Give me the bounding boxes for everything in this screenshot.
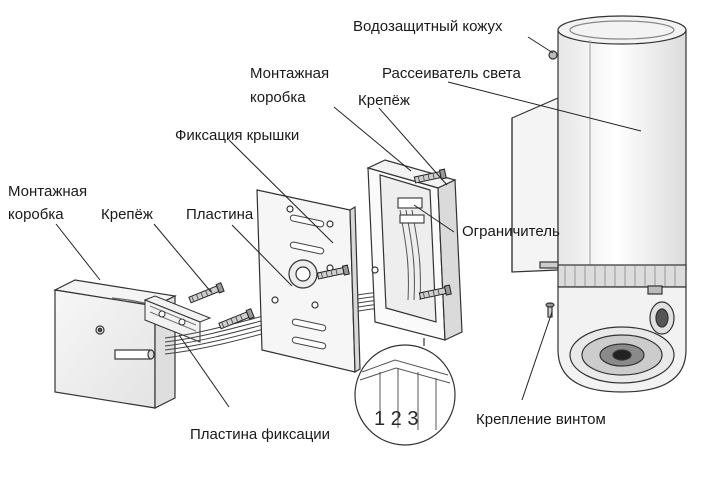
plate-screw — [316, 264, 350, 280]
label-mounting-box-left-line2: коробка — [8, 206, 64, 223]
label-limiter: Ограничитель — [462, 223, 560, 240]
label-cover-fixation: Фиксация крышки — [175, 127, 300, 144]
leader-lines — [55, 36, 642, 408]
label-mounting-box-top-line2: коробка — [250, 89, 306, 106]
label-fixation-plate: Пластина фиксации — [190, 426, 331, 443]
camera-assembly — [511, 15, 687, 393]
label-fastener-top: Крепёж — [358, 92, 410, 109]
fixation-plate-bracket — [143, 295, 212, 343]
label-fastener-left: Крепёж — [101, 206, 153, 223]
detail-circle — [354, 338, 456, 446]
label-light-diffuser: Рассеиватель света — [382, 65, 521, 82]
label-plate: Пластина — [186, 206, 254, 223]
mounting-plate — [256, 189, 361, 374]
label-waterproof-cover: Водозащитный кожух — [353, 18, 503, 35]
left-screws — [188, 282, 255, 330]
center-mounting-box — [366, 159, 463, 341]
center-box-screws — [413, 168, 452, 300]
detail-digits: 1 2 3 — [374, 408, 418, 430]
label-mounting-box-top-line1: Монтажная — [250, 65, 330, 82]
label-screw-mount: Крепление винтом — [476, 411, 606, 428]
label-mounting-box-left-line1: Монтажная — [8, 183, 88, 200]
